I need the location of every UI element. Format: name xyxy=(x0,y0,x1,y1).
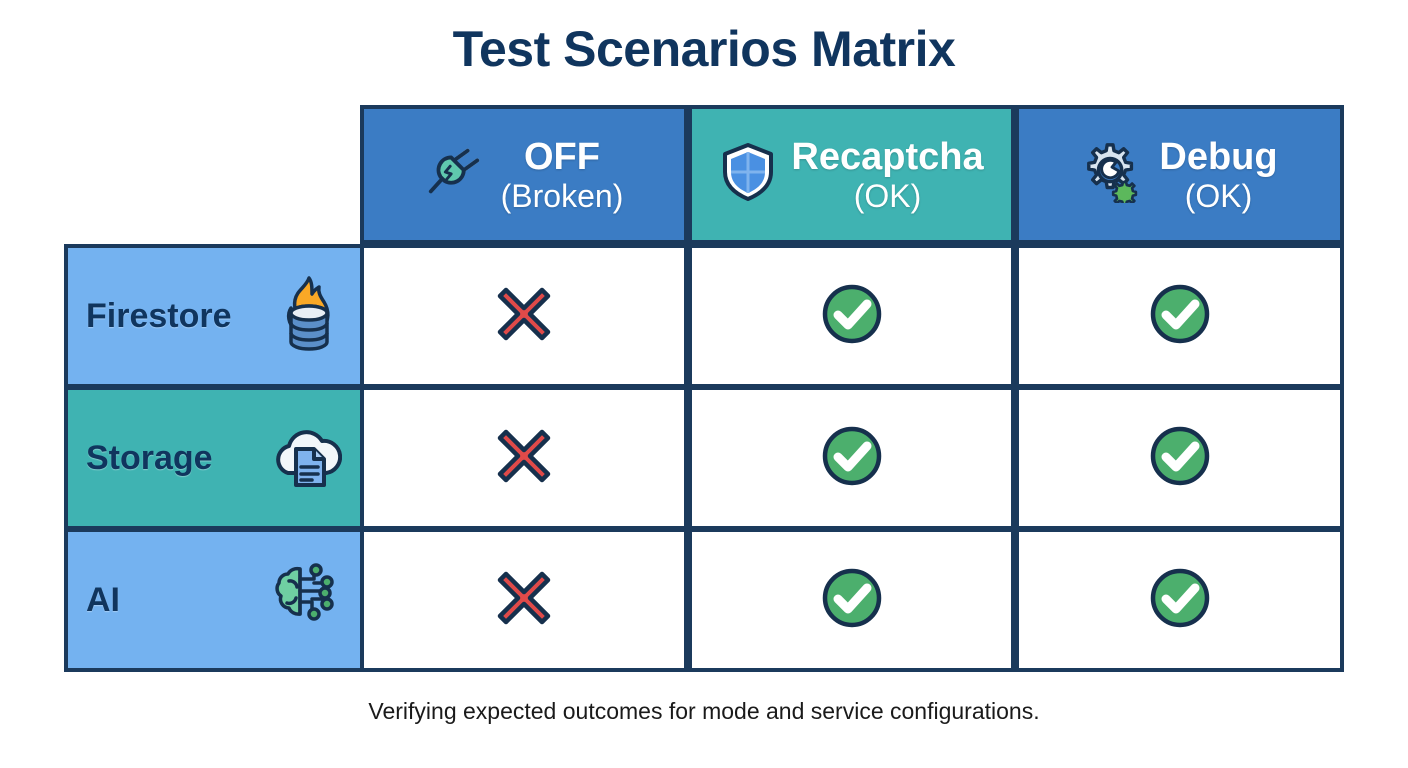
cell-firestore-recaptcha[interactable] xyxy=(688,244,1015,388)
cross-mark-icon xyxy=(492,282,556,351)
column-header-recaptcha-subtitle: (OK) xyxy=(853,177,922,214)
plug-icon xyxy=(425,141,487,208)
column-header-off-subtitle: (Broken) xyxy=(500,177,624,214)
cross-mark-icon xyxy=(492,566,556,635)
brain-circuit-icon xyxy=(264,561,342,640)
page-title: Test Scenarios Matrix xyxy=(452,21,956,77)
cell-firestore-off[interactable] xyxy=(360,244,688,388)
gear-wrench-icon xyxy=(1081,141,1145,208)
matrix-caption: Verifying expected outcomes for mode and… xyxy=(368,698,1040,724)
check-mark-icon xyxy=(1148,424,1212,493)
row-header-ai-label: AI xyxy=(86,580,120,619)
shield-icon xyxy=(719,141,777,208)
check-mark-icon xyxy=(1148,282,1212,351)
check-mark-icon xyxy=(1148,566,1212,635)
cell-ai-off[interactable] xyxy=(360,528,688,672)
cell-storage-recaptcha[interactable] xyxy=(688,386,1015,530)
cell-firestore-debug[interactable] xyxy=(1015,244,1344,388)
column-header-off-title: OFF xyxy=(524,135,600,178)
cell-ai-debug[interactable] xyxy=(1015,528,1344,672)
test-scenarios-matrix: OFF (Broken) Recaptcha (OK) xyxy=(64,105,1344,672)
column-header-debug-title: Debug xyxy=(1159,135,1278,178)
cell-storage-debug[interactable] xyxy=(1015,386,1344,530)
check-mark-icon xyxy=(820,566,884,635)
cell-storage-off[interactable] xyxy=(360,386,688,530)
cell-ai-recaptcha[interactable] xyxy=(688,528,1015,672)
column-header-recaptcha[interactable]: Recaptcha (OK) xyxy=(688,105,1015,244)
column-header-recaptcha-title: Recaptcha xyxy=(791,135,984,178)
check-mark-icon xyxy=(820,282,884,351)
flame-database-icon xyxy=(276,274,342,359)
row-header-firestore[interactable]: Firestore xyxy=(64,244,364,388)
column-header-off[interactable]: OFF (Broken) xyxy=(360,105,688,244)
column-header-debug-subtitle: (OK) xyxy=(1184,177,1253,214)
row-header-firestore-label: Firestore xyxy=(86,296,232,335)
cloud-document-icon xyxy=(266,423,343,494)
column-header-debug[interactable]: Debug (OK) xyxy=(1015,105,1344,244)
check-mark-icon xyxy=(820,424,884,493)
row-header-ai[interactable]: AI xyxy=(64,528,364,672)
row-header-storage-label: Storage xyxy=(86,438,213,477)
cross-mark-icon xyxy=(492,424,556,493)
row-header-storage[interactable]: Storage xyxy=(64,386,364,530)
